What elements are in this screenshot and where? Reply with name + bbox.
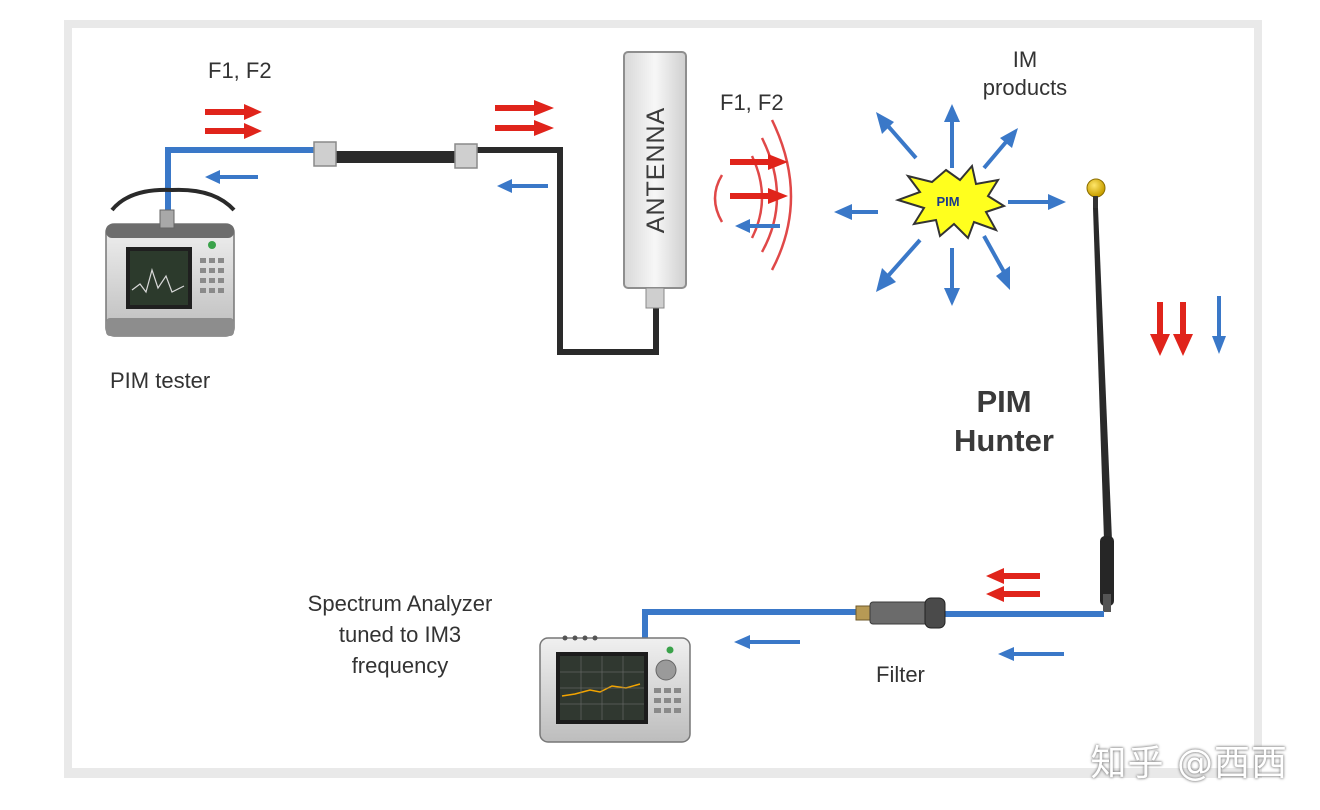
hunter-probe [1086, 178, 1114, 612]
filter-component [855, 597, 946, 629]
pim-tester-label: PIM tester [110, 368, 211, 393]
filter-label: Filter [876, 662, 925, 687]
antenna-label: ANTENNA [642, 107, 670, 233]
watermark: 知乎 @西西 [1090, 743, 1288, 784]
f1f2-arrows-top [205, 100, 554, 139]
im-product-arrows [834, 104, 1066, 306]
return-arrows-bottom [734, 568, 1064, 661]
connector-right [454, 143, 478, 169]
im-products-line2: products [982, 75, 1068, 100]
antenna-panel: ANTENNA [623, 51, 687, 309]
return-arrows-top [205, 170, 548, 193]
f1f2-label-top: F1, F2 [208, 58, 272, 83]
return-arrow-antenna [735, 219, 780, 233]
im-products-label: IM products [970, 46, 1080, 102]
pim-hunter-line2: Hunter [954, 423, 1054, 458]
spectrum-analyzer-label: Spectrum Analyzer tuned to IM3 frequency [280, 588, 520, 681]
connector-left [313, 141, 337, 167]
spectrum-analyzer-device [539, 635, 691, 743]
spectrum-line1: Spectrum Analyzer [307, 591, 493, 616]
pim-hunter-label: PIM Hunter [930, 382, 1078, 460]
spectrum-line3: frequency [351, 653, 449, 678]
spectrum-line2: tuned to IM3 [338, 622, 462, 647]
f1f2-arrows-antenna [730, 154, 788, 204]
tester-cable [165, 141, 659, 355]
analyzer-cable [642, 609, 1104, 640]
pim-tester-device [105, 187, 236, 337]
f1f2-label-antenna: F1, F2 [720, 90, 784, 115]
im-products-line1: IM [1012, 47, 1038, 72]
pim-hunter-line1: PIM [976, 384, 1032, 419]
pim-burst-label: PIM [936, 194, 959, 209]
down-arrows-right [1150, 296, 1226, 356]
pim-burst-icon: PIM [894, 163, 1007, 240]
